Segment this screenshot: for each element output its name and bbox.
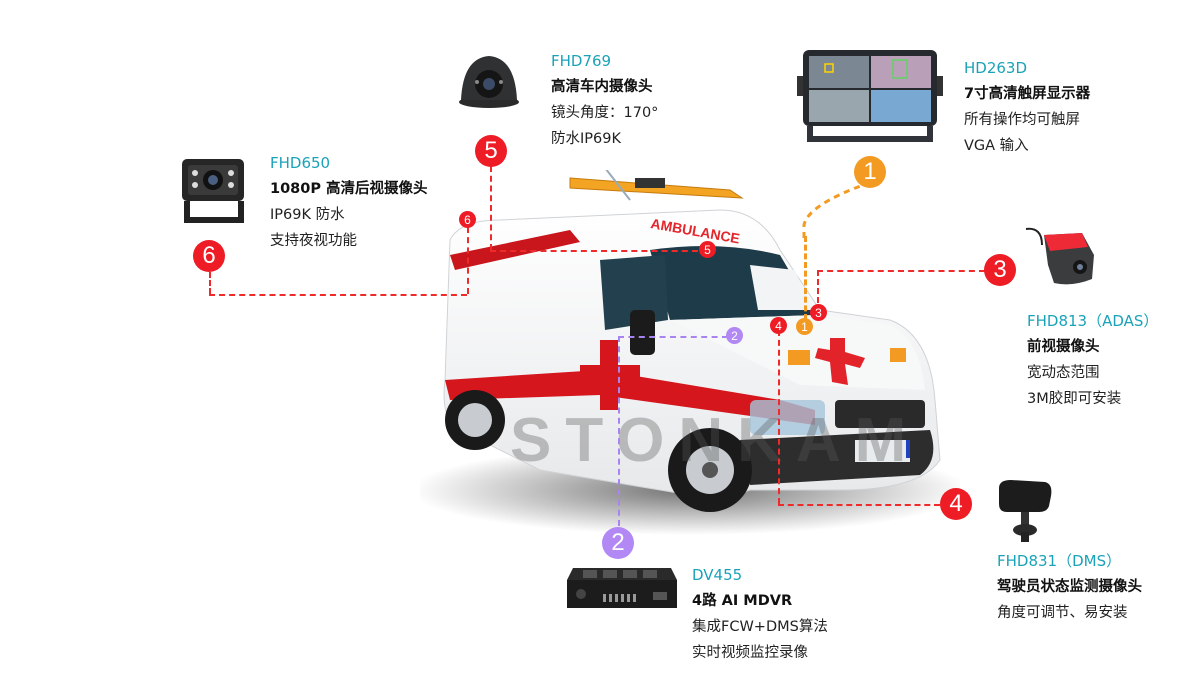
device-feature: 集成FCW+DMS算法: [692, 619, 828, 635]
model-name: FHD769: [551, 52, 612, 70]
rear-camera-icon: [182, 159, 244, 223]
mdvr-icon: [567, 568, 677, 608]
dome-camera-icon: [459, 56, 519, 108]
connector-2-vertical: [618, 336, 620, 526]
badge-4-anchor[interactable]: 4: [770, 317, 787, 334]
connector-4-vertical: [778, 330, 780, 504]
connector-2-horizontal: [618, 336, 728, 338]
connector-3-horizontal: [817, 270, 985, 272]
device-feature: VGA 输入: [964, 138, 1029, 154]
monitor-icon: [797, 50, 943, 142]
device-feature: 支持夜视功能: [270, 233, 357, 249]
badge-3[interactable]: 3: [984, 254, 1016, 286]
badge-3-anchor[interactable]: 3: [810, 304, 827, 321]
adas-camera-icon: [1025, 227, 1094, 285]
dms-camera-icon: [999, 480, 1052, 542]
device-feature: 实时视频监控录像: [692, 645, 808, 661]
badge-2-anchor[interactable]: 2: [726, 327, 743, 344]
connector-6-left-vertical: [209, 272, 211, 294]
device-feature: 所有操作均可触屏: [964, 112, 1080, 128]
ambulance-illustration: AMBULANCE: [420, 170, 960, 535]
label-hd263d: HD263D 7寸高清触屏显示器 所有操作均可触屏 VGA 输入: [964, 55, 1090, 159]
device-title: 4路 AI MDVR: [692, 593, 793, 609]
connector-4-horizontal: [778, 504, 940, 506]
badge-6[interactable]: 6: [193, 240, 225, 272]
badge-2[interactable]: 2: [602, 527, 634, 559]
device-feature: 3M胶即可安装: [1027, 391, 1122, 407]
badge-1-anchor[interactable]: 1: [796, 318, 813, 335]
connector-6-horizontal: [209, 294, 467, 296]
connector-6-right-vertical: [467, 227, 469, 294]
label-fhd769: FHD769 高清车内摄像头 镜头角度：170° 防水IP69K: [551, 48, 658, 152]
connector-5-horizontal: [490, 250, 708, 252]
watermark: STONKAM: [510, 406, 921, 475]
device-title: 高清车内摄像头: [551, 79, 653, 95]
connector-3-vertical: [817, 270, 819, 312]
label-fhd831: FHD831（DMS） 驾驶员状态监测摄像头 角度可调节、易安装: [997, 548, 1142, 626]
device-title: 1080P 高清后视摄像头: [270, 181, 428, 197]
model-name: HD263D: [964, 59, 1028, 77]
badge-4[interactable]: 4: [940, 488, 972, 520]
model-name: FHD813（ADAS）: [1027, 312, 1159, 330]
device-feature: 防水IP69K: [551, 131, 621, 147]
device-feature: 宽动态范围: [1027, 365, 1100, 381]
device-feature: 镜头角度：170°: [551, 105, 659, 121]
device-feature: IP69K 防水: [270, 207, 345, 223]
connector-5-vertical: [490, 166, 492, 250]
badge-5-anchor[interactable]: 5: [699, 241, 716, 258]
badge-5[interactable]: 5: [475, 135, 507, 167]
label-fhd813: FHD813（ADAS） 前视摄像头 宽动态范围 3M胶即可安装: [1027, 308, 1158, 412]
badge-6-anchor[interactable]: 6: [459, 211, 476, 228]
label-dv455: DV455 4路 AI MDVR 集成FCW+DMS算法 实时视频监控录像: [692, 562, 828, 666]
device-title: 前视摄像头: [1027, 339, 1100, 355]
connector-1-vertical: [804, 236, 807, 320]
device-title: 驾驶员状态监测摄像头: [997, 579, 1142, 595]
model-name: FHD650: [270, 154, 331, 172]
model-name: DV455: [692, 566, 743, 584]
connector-1-diagonal: [802, 182, 867, 238]
device-feature: 角度可调节、易安装: [997, 605, 1128, 621]
label-fhd650: FHD650 1080P 高清后视摄像头 IP69K 防水 支持夜视功能: [270, 150, 428, 254]
badge-1[interactable]: 1: [854, 156, 886, 188]
device-title: 7寸高清触屏显示器: [964, 86, 1091, 102]
model-name: FHD831（DMS）: [997, 552, 1122, 570]
